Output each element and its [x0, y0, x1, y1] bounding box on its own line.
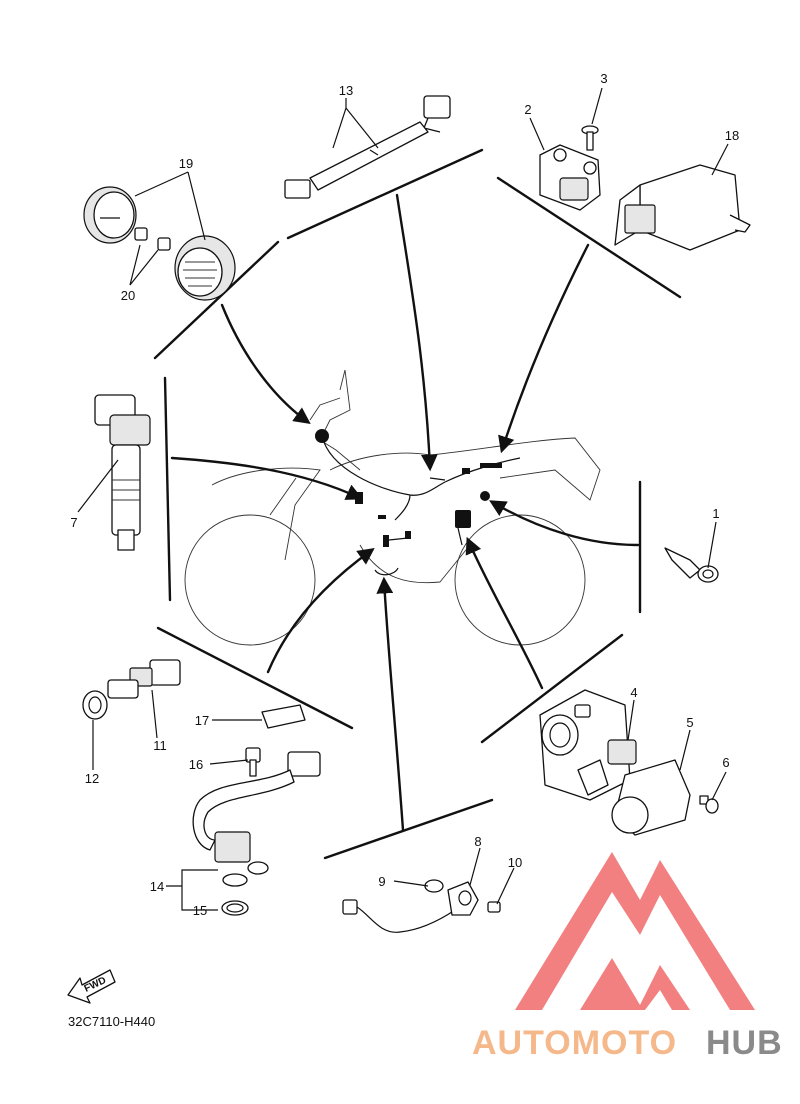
watermark-text-part2: HUB	[706, 1024, 783, 1062]
callout-13: 13	[339, 83, 353, 98]
callout-1: 1	[712, 506, 719, 521]
callout-12: 12	[85, 771, 99, 786]
motorcycle-silhouette	[184, 369, 601, 646]
part-sensor-11	[82, 659, 181, 720]
wire-harness	[315, 429, 521, 576]
callout-14: 14	[150, 879, 164, 894]
part-ecu-18	[614, 164, 751, 251]
part-sensor-8	[342, 879, 501, 933]
callout-2: 2	[524, 102, 531, 117]
part-crank-sensor-assy	[192, 704, 321, 916]
callout-7: 7	[70, 515, 77, 530]
fwd-indicator: FWD	[67, 969, 116, 1004]
diagram-code: 32C7110-H440	[68, 1014, 155, 1029]
callout-16: 16	[189, 757, 203, 772]
part-reflector-group	[83, 186, 236, 301]
callout-19: 19	[179, 156, 193, 171]
callout-leaders	[77, 87, 729, 911]
callout-11: 11	[153, 738, 167, 753]
part-sensor-2	[539, 125, 601, 211]
callout-10: 10	[508, 855, 522, 870]
callout-3: 3	[600, 71, 607, 86]
part-ignition-coil-7	[94, 394, 151, 551]
watermark-text-part1: AUTOMOTO	[472, 1024, 677, 1062]
callout-9: 9	[378, 874, 385, 889]
callout-15: 15	[193, 903, 207, 918]
callout-5: 5	[686, 715, 693, 730]
part-throttle-body	[539, 689, 719, 836]
callout-6: 6	[722, 755, 729, 770]
callout-17: 17	[195, 713, 209, 728]
watermark-logo-icon	[515, 852, 755, 1010]
callout-18: 18	[725, 128, 739, 143]
leader-lines	[153, 148, 682, 860]
part-lead-wire	[284, 95, 451, 199]
callout-8: 8	[474, 834, 481, 849]
part-sensor-1	[664, 547, 719, 583]
callout-20: 20	[121, 288, 135, 303]
callout-numbers: 13 3 2 18 19 20 7 1 11 12 17 16 14 15 4 …	[70, 71, 739, 918]
callout-4: 4	[630, 685, 637, 700]
